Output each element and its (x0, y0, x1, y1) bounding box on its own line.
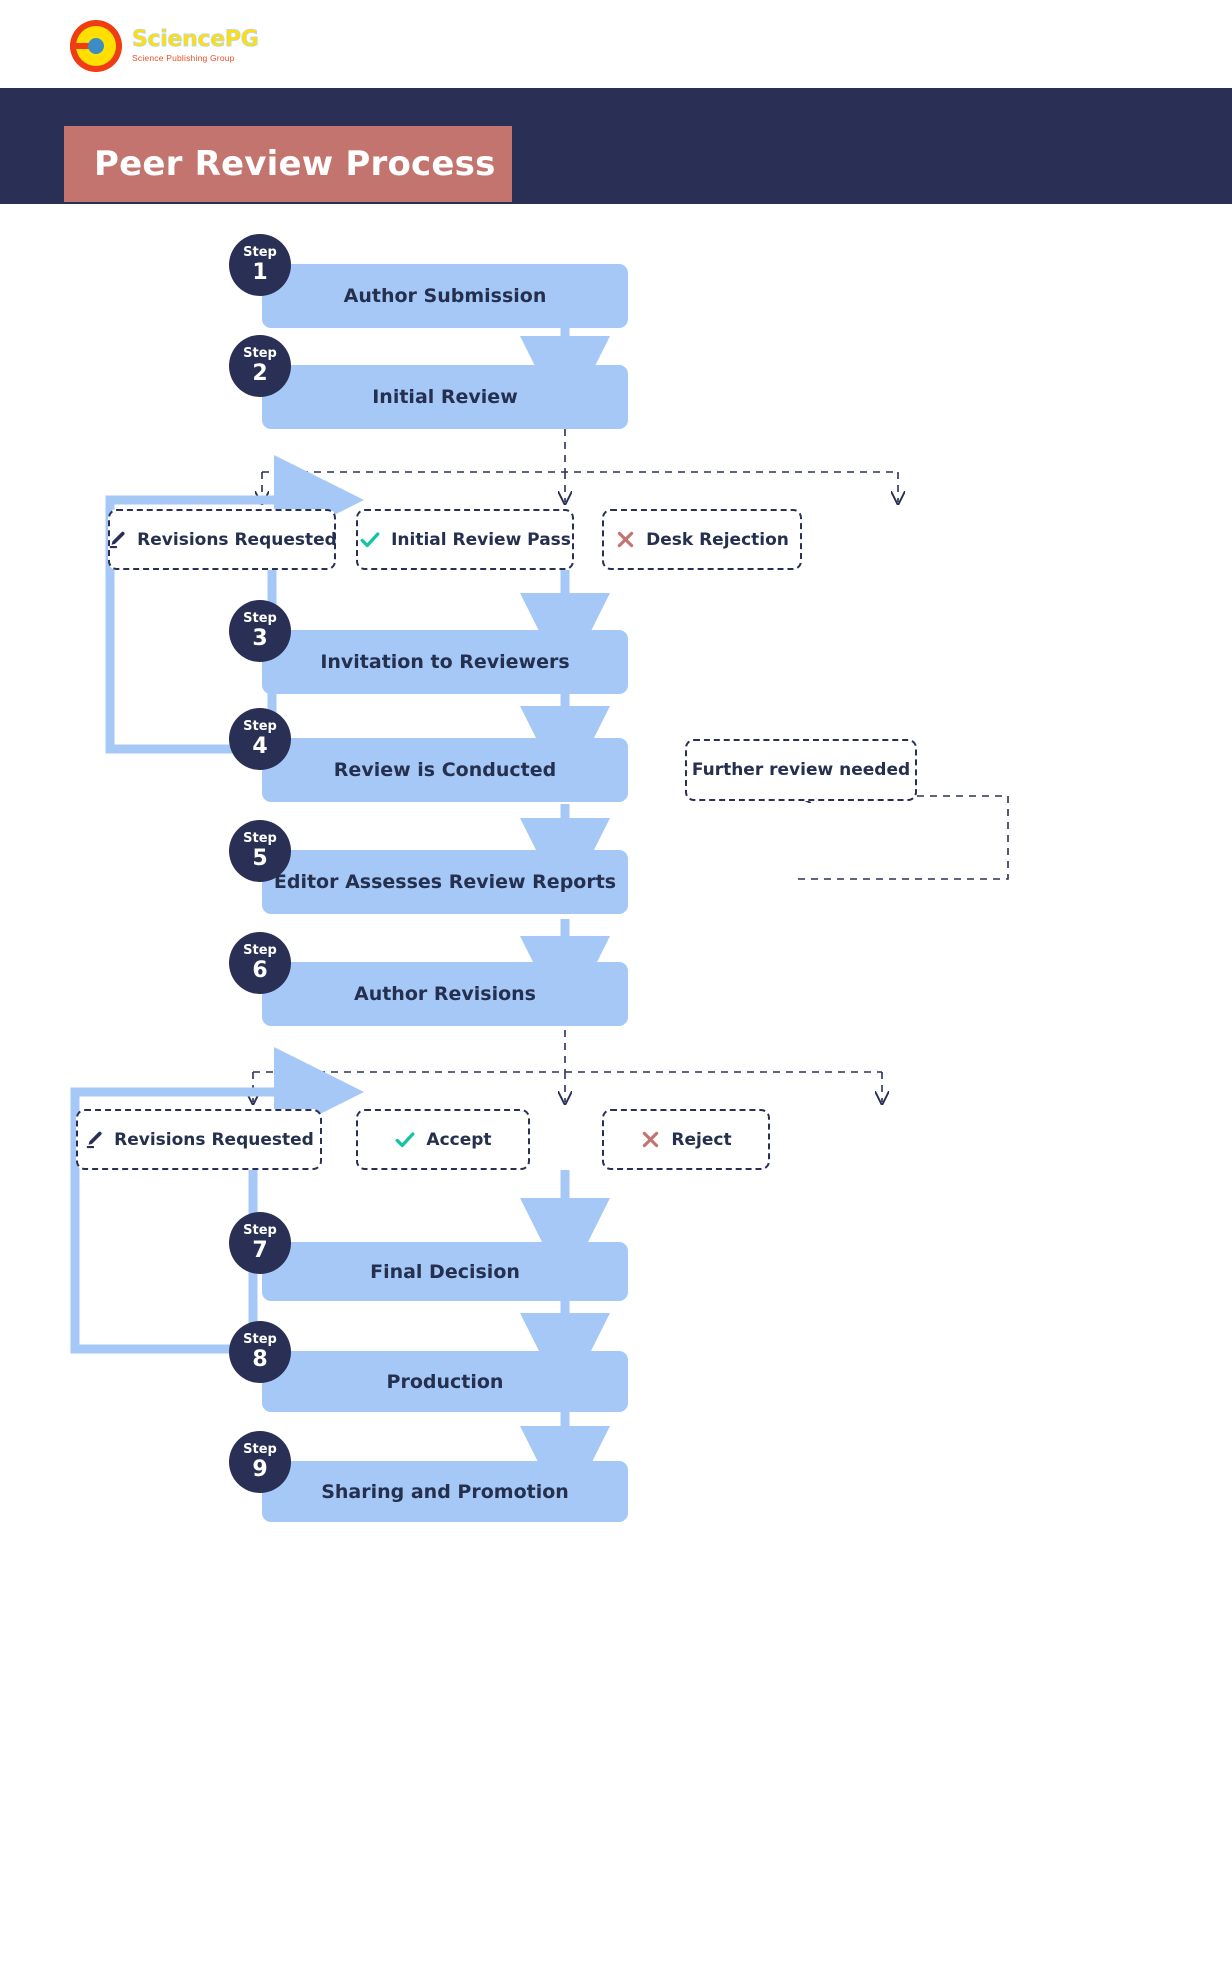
connector-layer (70, 328, 1009, 1516)
decision-label-reject: Reject (671, 1129, 732, 1150)
step-box-production[interactable]: Production (262, 1351, 628, 1412)
step-label-3: Invitation to Reviewers (320, 651, 570, 673)
decision-box-revisions-requested-1[interactable]: Revisions Requested (107, 509, 337, 570)
step-badge-1: Step 1 (229, 234, 291, 296)
check-icon (359, 529, 381, 551)
cross-icon (615, 529, 636, 550)
decision-box-accept[interactable]: Accept (356, 1109, 530, 1170)
step-badge-6: Step 6 (229, 932, 291, 994)
decision-box-initial-review-pass[interactable]: Initial Review Pass (356, 509, 574, 570)
step-badge-3: Step 3 (229, 600, 291, 662)
step-badge-number-9: 9 (252, 1457, 268, 1482)
check-icon (394, 1129, 416, 1151)
logo-bar: SciencePG Science Publishing Group (0, 0, 1232, 88)
brand-tagline: Science Publishing Group (132, 53, 235, 64)
decision-label-accept: Accept (426, 1129, 492, 1150)
step-label-5: Editor Assesses Review Reports (273, 871, 617, 893)
step-label-8: Production (386, 1370, 504, 1393)
step-label-9: Sharing and Promotion (321, 1480, 569, 1503)
step-label-6: Author Revisions (353, 983, 536, 1005)
step-badge-word-8: Step (243, 1332, 277, 1347)
side-note-further-review-needed[interactable]: Further review needed (685, 739, 917, 801)
step-badge-number-7: 7 (252, 1238, 268, 1263)
step-badge-word-9: Step (243, 1442, 277, 1457)
step-box-sharing-and-promotion[interactable]: Sharing and Promotion (262, 1461, 628, 1522)
title-plate: Peer Review Process (64, 126, 512, 202)
sciencepg-circle-logo (68, 18, 124, 74)
step-badge-word-2: Step (243, 346, 277, 361)
decision-box-revisions-requested-2[interactable]: Revisions Requested (76, 1109, 322, 1170)
step-label-2: Initial Review (372, 386, 518, 408)
step-box-review-is-conducted[interactable]: Review is Conducted (262, 738, 628, 802)
step-badge-number-2: 2 (252, 361, 268, 386)
step-badge-4: Step 4 (229, 708, 291, 770)
step-label-7: Final Decision (370, 1260, 520, 1283)
step-badge-number-5: 5 (252, 846, 268, 871)
decision-label-revisions-requested-2: Revisions Requested (114, 1129, 314, 1150)
cross-icon (640, 1129, 661, 1150)
step-badge-9: Step 9 (229, 1431, 291, 1493)
step-box-author-submission[interactable]: Author Submission (262, 264, 628, 328)
decision-label-desk-rejection: Desk Rejection (646, 529, 789, 550)
brand-name: SciencePG (132, 27, 259, 53)
step-label-4: Review is Conducted (333, 759, 557, 781)
step-badge-number-4: 4 (252, 734, 268, 759)
step-box-editor-assesses-review-reports[interactable]: Editor Assesses Review Reports (262, 850, 628, 914)
pencil-icon (84, 1130, 104, 1150)
step-box-final-decision[interactable]: Final Decision (262, 1242, 628, 1301)
decision-label-revisions-requested-1: Revisions Requested (137, 529, 337, 550)
page-title: Peer Review Process (94, 144, 496, 184)
step-badge-2: Step 2 (229, 335, 291, 397)
flow-canvas: Step 1 Author Submission Step 2 Initial … (0, 204, 1232, 1986)
step-badge-number-1: 1 (252, 260, 268, 285)
step-badge-7: Step 7 (229, 1212, 291, 1274)
step-badge-word-4: Step (243, 719, 277, 734)
side-note-label: Further review needed (691, 760, 911, 780)
step-box-invitation-to-reviewers[interactable]: Invitation to Reviewers (262, 630, 628, 694)
decision-box-reject[interactable]: Reject (602, 1109, 770, 1170)
step-badge-word-5: Step (243, 831, 277, 846)
step-badge-number-6: 6 (252, 958, 268, 983)
step-label-1: Author Submission (343, 285, 547, 307)
step-box-author-revisions[interactable]: Author Revisions (262, 962, 628, 1026)
step-badge-word-6: Step (243, 943, 277, 958)
decision-box-desk-rejection[interactable]: Desk Rejection (602, 509, 802, 570)
decision-label-initial-review-pass: Initial Review Pass (391, 529, 571, 550)
step-badge-word-7: Step (243, 1223, 277, 1238)
step-box-initial-review[interactable]: Initial Review (262, 365, 628, 429)
brand-logo: SciencePG Science Publishing Group (68, 18, 259, 74)
step-badge-word-1: Step (243, 245, 277, 260)
pencil-icon (107, 530, 127, 550)
step-badge-number-3: 3 (252, 626, 268, 651)
step-badge-5: Step 5 (229, 820, 291, 882)
step-badge-number-8: 8 (252, 1347, 268, 1372)
step-badge-8: Step 8 (229, 1321, 291, 1383)
step-badge-word-3: Step (243, 611, 277, 626)
